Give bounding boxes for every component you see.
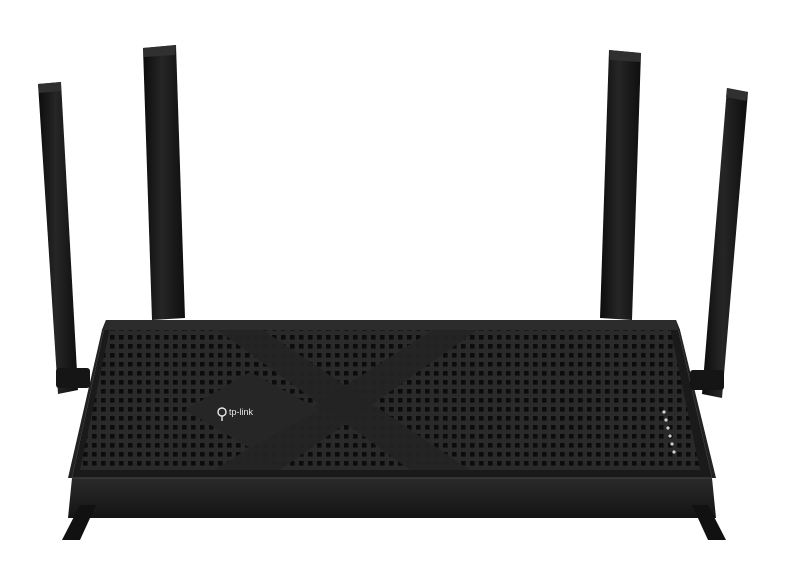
led-indicator xyxy=(666,426,670,430)
antenna-back-right xyxy=(600,50,641,320)
antenna-back-left xyxy=(143,45,185,320)
foot-right xyxy=(692,505,726,540)
antenna-hinge xyxy=(56,368,90,388)
antenna-front-left xyxy=(38,82,90,394)
brand-logo-text: tp-link xyxy=(229,407,254,417)
antenna-hinge xyxy=(690,370,724,390)
antenna-front-right xyxy=(690,88,748,398)
foot-left xyxy=(62,505,96,540)
ventilation-grille xyxy=(80,328,700,470)
led-indicator xyxy=(670,442,674,446)
led-indicator xyxy=(668,434,672,438)
led-indicator xyxy=(664,418,668,422)
status-leds xyxy=(662,410,676,454)
led-indicator xyxy=(672,450,676,454)
router-body xyxy=(62,320,726,540)
led-indicator xyxy=(662,410,666,414)
tp-link-logo: tp-link xyxy=(217,407,254,421)
